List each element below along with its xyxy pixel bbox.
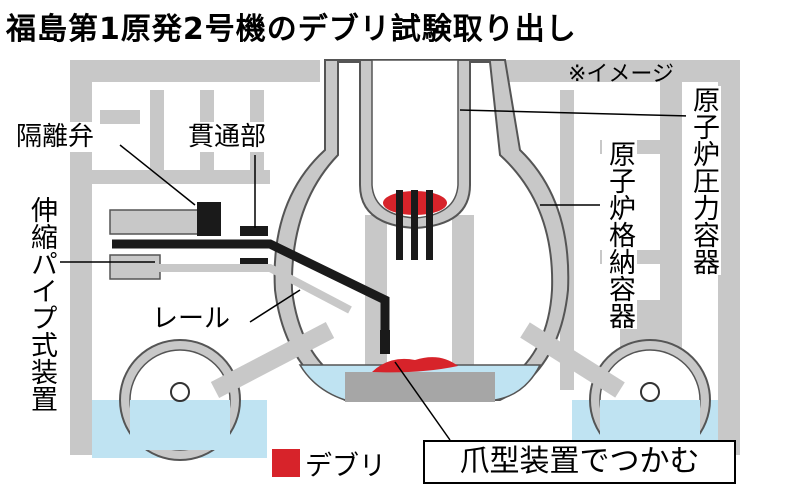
label-telescopic-pipe: 伸縮パイプ式装置 xyxy=(24,196,59,412)
rpv-vessel xyxy=(359,59,471,260)
label-pcv: 原子炉格納容器 xyxy=(602,140,637,329)
debris-legend-swatch xyxy=(272,449,300,477)
suppression-pool-left xyxy=(92,322,335,461)
rail-line xyxy=(150,264,352,314)
claw-callout: 爪型装置でつかむ xyxy=(423,440,736,484)
page-title: 福島第1原発2号機のデブリ試験取り出し xyxy=(6,12,577,47)
suppression-pool-right xyxy=(520,322,718,461)
label-rpv: 原子炉圧力容器 xyxy=(686,86,721,275)
debris-legend-label: デブリ xyxy=(305,451,386,482)
telescopic-pipe-device xyxy=(109,202,390,354)
label-rail: レール xyxy=(150,304,233,334)
label-isolation-valve: 隔離弁 xyxy=(14,122,97,152)
image-note: ※イメージ xyxy=(568,62,674,87)
leader-lines xyxy=(60,109,691,441)
debris-pile xyxy=(372,357,458,373)
label-penetration: 貫通部 xyxy=(186,122,269,152)
